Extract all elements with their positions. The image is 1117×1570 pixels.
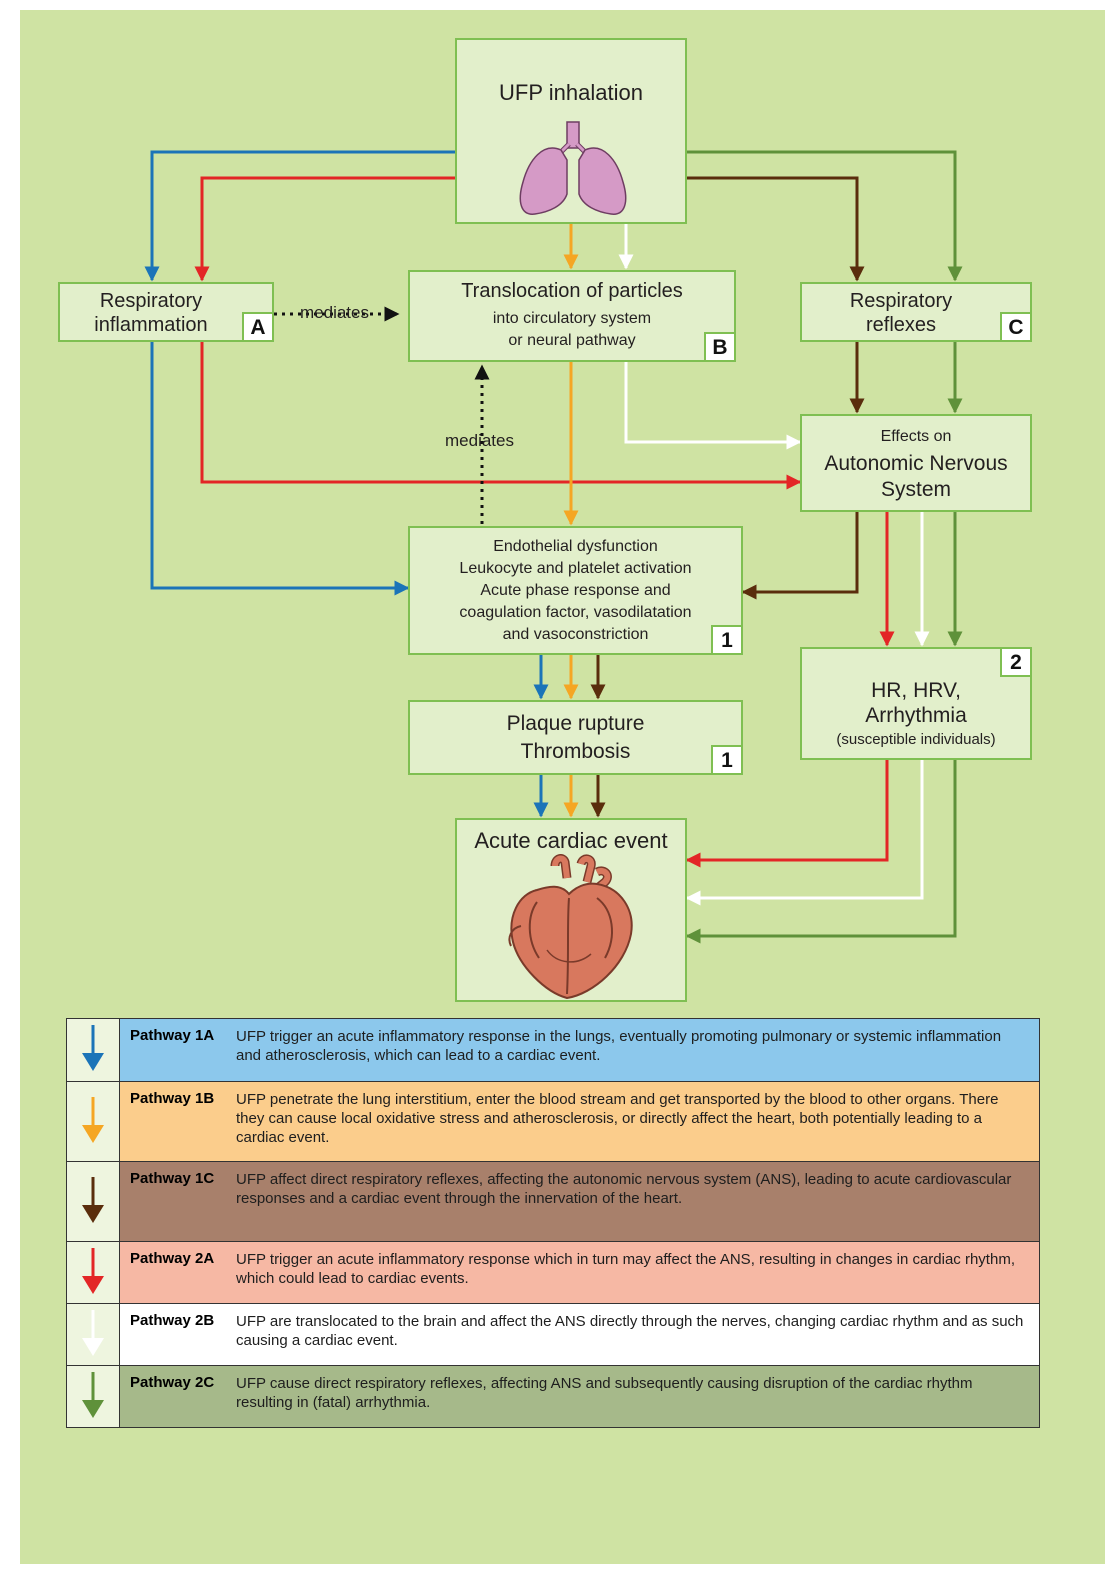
down-arrow-icon xyxy=(82,1096,104,1143)
node-acute-cardiac-event: Acute cardiac event xyxy=(455,818,687,1002)
lungs-icon xyxy=(519,121,627,215)
arrow-1c-ans-to-endothelial xyxy=(741,512,859,600)
legend-pathway-name: Pathway 2C xyxy=(119,1365,234,1428)
legend-pathway-name: Pathway 1B xyxy=(119,1081,234,1162)
node-title-line1: Respiratory xyxy=(99,290,203,312)
arrow-2a-hr-to-cardiac xyxy=(685,760,889,868)
node-line-1: Endothelial dysfunction xyxy=(493,538,658,555)
legend-pathway-description: UFP are translocated to the brain and af… xyxy=(234,1303,1040,1366)
node-endothelial-dysfunction: Endothelial dysfunction Leukocyte and pl… xyxy=(408,526,743,655)
arrow-2b-translocation-to-ans xyxy=(624,362,802,450)
node-title-line3: System xyxy=(880,478,951,501)
mediates-label-horizontal: mediates xyxy=(300,303,369,322)
legend-pathway-name: Pathway 1C xyxy=(119,1161,234,1242)
node-title: Translocation of particles xyxy=(461,280,683,302)
node-line-5: and vasoconstriction xyxy=(502,626,649,643)
legend-pathway-name: Pathway 2A xyxy=(119,1241,234,1304)
node-plaque-rupture: Plaque rupture Thrombosis 1 xyxy=(408,700,743,775)
legend-pathway-name: Pathway 1A xyxy=(119,1018,234,1082)
node-title-line1: Respiratory xyxy=(849,290,953,312)
legend-pathway-description: UFP trigger an acute inflammatory respon… xyxy=(234,1241,1040,1304)
node-title-line2: Thrombosis xyxy=(520,740,631,763)
legend-pathway-description: UFP penetrate the lung interstitium, ent… xyxy=(234,1081,1040,1162)
node-subtitle: (susceptible individuals) xyxy=(836,731,996,748)
badge-b: B xyxy=(704,332,736,362)
node-line-4: coagulation factor, vasodilatation xyxy=(459,604,692,621)
arrow-2a-inhalation-to-inflammation xyxy=(194,176,455,282)
down-arrow-icon xyxy=(82,1025,104,1071)
arrow-2c-inhalation-to-reflexes xyxy=(687,150,963,282)
arrow-2c-hr-to-cardiac xyxy=(685,760,957,944)
arrow-2b-hr-to-cardiac xyxy=(685,760,924,906)
legend-arrow-cell xyxy=(66,1161,120,1242)
node-line-3: Acute phase response and xyxy=(480,582,671,599)
legend-pathway-description: UFP cause direct respiratory reflexes, a… xyxy=(234,1365,1040,1428)
badge-2: 2 xyxy=(1000,647,1032,677)
node-title-line1: Effects on xyxy=(880,428,952,445)
node-title: Acute cardiac event xyxy=(474,828,668,853)
node-subtitle-line1: into circulatory system xyxy=(492,310,652,327)
node-translocation: Translocation of particles into circulat… xyxy=(408,270,736,362)
legend-arrow-cell xyxy=(66,1018,120,1082)
node-line-2: Leukocyte and platelet activation xyxy=(459,560,692,577)
mediates-label-vertical: mediates xyxy=(445,431,514,450)
arrow-1c-inhalation-to-reflexes xyxy=(687,176,865,282)
legend-pathway-description: UFP trigger an acute inflammatory respon… xyxy=(234,1018,1040,1082)
node-autonomic-nervous-system: Effects on Autonomic Nervous System xyxy=(800,414,1032,512)
badge-c: C xyxy=(1000,312,1032,342)
down-arrow-icon xyxy=(82,1309,104,1356)
node-title-line1: HR, HRV, xyxy=(871,679,961,702)
heart-icon xyxy=(508,854,633,1000)
legend-arrow-cell xyxy=(66,1241,120,1304)
node-title-line2: inflammation xyxy=(94,314,208,336)
down-arrow-icon xyxy=(82,1247,104,1294)
legend-pathway-description: UFP affect direct respiratory reflexes, … xyxy=(234,1161,1040,1242)
legend-pathway-name: Pathway 2B xyxy=(119,1303,234,1366)
arrow-2a-inflammation-to-ans xyxy=(200,342,802,490)
figure-background: UFP inhalation Respiratory inflammation … xyxy=(20,10,1105,1564)
node-title-line2: reflexes xyxy=(865,314,937,336)
legend-arrow-cell xyxy=(66,1303,120,1366)
pathway-arrows xyxy=(144,150,963,944)
node-title-line1: Plaque rupture xyxy=(506,712,645,735)
node-title: UFP inhalation xyxy=(499,80,643,105)
down-arrow-icon xyxy=(82,1371,104,1418)
node-hr-hrv-arrhythmia: 2 HR, HRV, Arrhythmia (susceptible indiv… xyxy=(800,647,1032,760)
node-respiratory-reflexes: Respiratory reflexes C xyxy=(800,282,1032,342)
arrow-1a-inflammation-to-endothelial xyxy=(150,342,410,596)
badge-a: A xyxy=(242,312,274,342)
badge-1: 1 xyxy=(711,625,743,655)
node-respiratory-inflammation: Respiratory inflammation A xyxy=(58,282,274,342)
node-ufp-inhalation: UFP inhalation xyxy=(455,38,687,224)
legend-arrow-cell xyxy=(66,1081,120,1162)
node-title-line2: Arrhythmia xyxy=(865,704,967,727)
node-subtitle-line2: or neural pathway xyxy=(508,332,636,349)
arrow-1a-inhalation-to-inflammation xyxy=(144,150,455,282)
badge-1: 1 xyxy=(711,745,743,775)
down-arrow-icon xyxy=(82,1176,104,1223)
node-title-line2: Autonomic Nervous xyxy=(824,452,1008,475)
legend-arrow-cell xyxy=(66,1365,120,1428)
